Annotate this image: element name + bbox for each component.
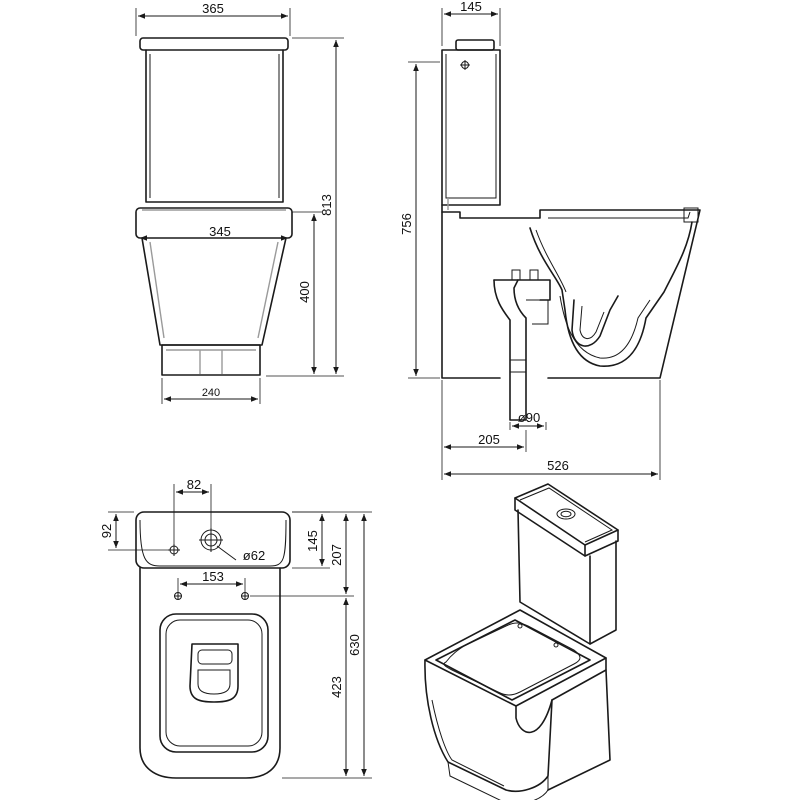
persp-pan-body: [424, 657, 607, 792]
pan-base: [161, 344, 261, 376]
front-view: 365 345 240 813 400: [135, 1, 344, 404]
dim-side-outlet-diameter: ø90: [518, 410, 540, 425]
dim-front-height-total: 813: [319, 194, 334, 216]
plan-cistern: [135, 511, 291, 569]
side-view: 145 756 ø90 205 526: [399, 0, 701, 480]
persp-seat-hole-right: [553, 642, 559, 648]
dim-plan-hole-diameter: ø62: [243, 548, 265, 563]
side-cistern: [441, 49, 501, 206]
side-trap: [571, 295, 619, 347]
plan-trap: [189, 643, 239, 703]
dim-plan-tank-depth: 145: [305, 530, 320, 552]
persp-cistern-body: [517, 509, 617, 645]
plan-view: 82 92 ø62 153 145 207 423 630: [99, 477, 372, 779]
dim-side-outlet-offset: 205: [478, 432, 500, 447]
pan-body: [141, 237, 287, 346]
dim-front-width-pan: 345: [209, 224, 231, 239]
persp-pan-top: [424, 609, 607, 707]
dim-front-width-top: 365: [202, 1, 224, 16]
plan-pan: [139, 567, 281, 779]
plan-seat-opening: [159, 613, 269, 753]
dim-plan-hole-offset: 92: [99, 524, 114, 538]
dim-side-height: 756: [399, 213, 414, 235]
persp-flush-button: [556, 508, 576, 520]
cistern-lid: [139, 37, 289, 51]
dim-front-width-base: 240: [202, 387, 220, 399]
dim-side-depth: 526: [547, 458, 569, 473]
side-bowl: [529, 221, 693, 367]
dim-plan-hole-spacing-top: 82: [187, 477, 201, 492]
side-outlet-pipe: [493, 279, 527, 421]
dim-side-width-tank: 145: [460, 0, 482, 14]
dim-plan-total-depth: 630: [347, 634, 362, 656]
cistern-body: [145, 49, 284, 203]
dim-plan-fix-spacing: 153: [202, 569, 224, 584]
perspective-view: [424, 483, 619, 800]
dim-front-height-pan: 400: [297, 281, 312, 303]
persp-seat-hole-left: [517, 623, 523, 629]
persp-cistern-top: [514, 483, 619, 546]
dim-plan-fix-depth: 207: [329, 544, 344, 566]
side-pan-back: [441, 204, 501, 379]
dim-plan-pan-depth: 423: [329, 676, 344, 698]
